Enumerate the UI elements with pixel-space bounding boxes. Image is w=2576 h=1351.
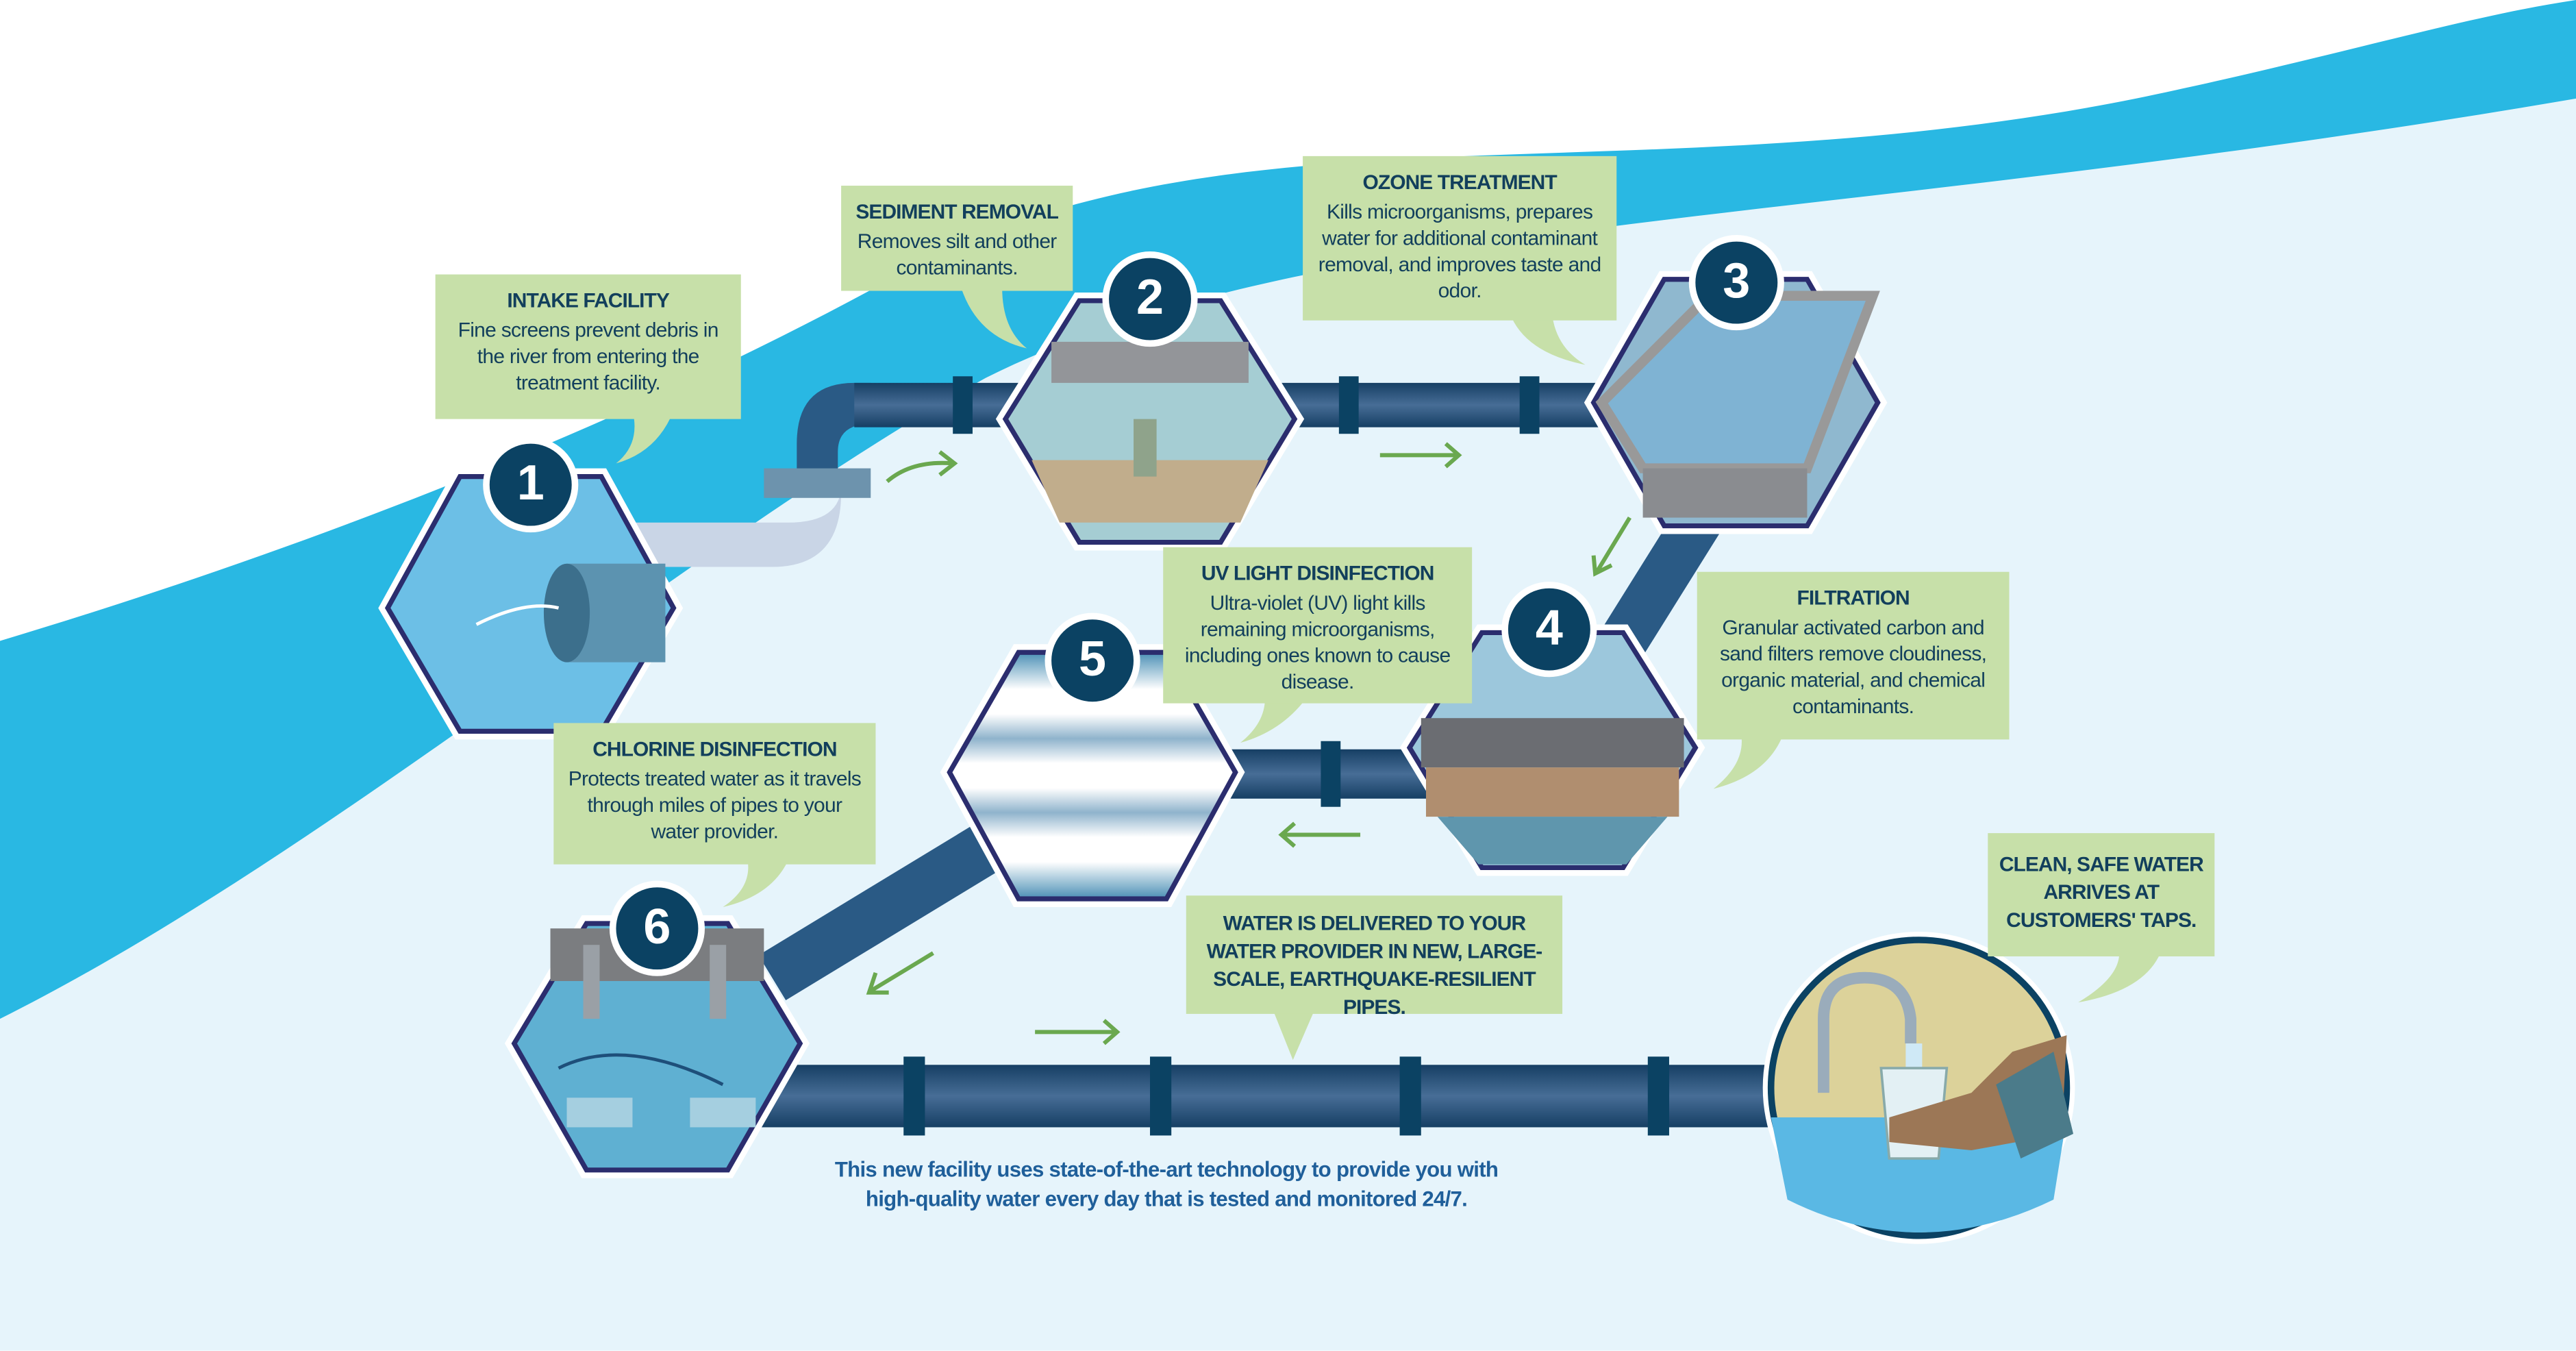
step-badge-2: 2	[1102, 251, 1198, 347]
footer-note: This new facility uses state-of-the-art …	[723, 1155, 1610, 1214]
callout-uv-disinfection: UV LIGHT DISINFECTION Ultra-violet (UV) l…	[1163, 547, 1473, 704]
callout-text: Fine screens prevent debris in the river…	[458, 319, 719, 395]
step-badge-6: 6	[609, 880, 705, 976]
hexagon-1-intake	[378, 468, 684, 740]
hexagon-6-chlorine	[504, 915, 810, 1178]
step-badge-3: 3	[1688, 234, 1784, 331]
step-badge-5: 5	[1045, 612, 1140, 708]
pipe-3-4	[1597, 504, 1722, 662]
callout-title: OZONE TREATMENT	[1362, 171, 1558, 195]
callout-text: Granular activated carbon and sand filte…	[1719, 616, 1987, 719]
taps-text: CLEAN, SAFE WATER ARRIVES AT CUSTOMERS' …	[1999, 852, 2204, 932]
callout-chlorine-disinfection: CHLORINE DISINFECTION Protects treated wa…	[553, 723, 876, 865]
hexagon-2-sediment	[995, 292, 1305, 551]
callout-sediment-removal: SEDIMENT REMOVAL Removes silt and other c…	[841, 186, 1073, 291]
callout-title: UV LIGHT DISINFECTION	[1201, 562, 1435, 585]
callout-customer-taps: CLEAN, SAFE WATER ARRIVES AT CUSTOMERS' …	[1988, 833, 2215, 956]
callout-ozone-treatment: OZONE TREATMENT Kills microorganisms, pre…	[1303, 156, 1617, 321]
intake-pipe	[624, 476, 842, 567]
callout-title: INTAKE FACILITY	[507, 289, 670, 312]
hexagon-3-ozone	[1584, 271, 1888, 534]
step-badge-4: 4	[1501, 582, 1597, 678]
pipe-5-6	[758, 815, 1016, 1000]
delivery-pipe	[723, 1065, 1791, 1128]
pipe-elbow	[797, 382, 871, 477]
callout-delivery: WATER IS DELIVERED TO YOUR WATER PROVIDE…	[1186, 895, 1563, 1019]
callout-filtration: FILTRATION Granular activated carbon and …	[1697, 571, 2010, 740]
hexagon-4-filtration	[1399, 624, 1705, 876]
callout-intake-facility: INTAKE FACILITY Fine screens prevent debr…	[435, 274, 741, 419]
callout-text: Removes silt and other contaminants.	[857, 230, 1058, 280]
delivery-text: WATER IS DELIVERED TO YOUR WATER PROVIDE…	[1206, 912, 1543, 1019]
flow-arrows	[866, 442, 1631, 1045]
callout-title: CHLORINE DISINFECTION	[592, 737, 837, 761]
tap-illustration	[1762, 932, 2075, 1244]
callout-title: FILTRATION	[1797, 586, 1910, 610]
hexagon-5-uv	[940, 644, 1245, 908]
callout-tails	[616, 287, 2161, 1061]
callout-text: Protects treated water as it travels thr…	[568, 767, 862, 843]
callout-text: Ultra-violet (UV) light kills remaining …	[1184, 591, 1451, 694]
footer-line-2: high-quality water every day that is tes…	[865, 1186, 1468, 1211]
step-badge-1: 1	[483, 437, 579, 533]
footer-line-1: This new facility uses state-of-the-art …	[834, 1156, 1499, 1182]
callout-text: Kills microorganisms, prepares water for…	[1318, 200, 1601, 303]
callout-title: SEDIMENT REMOVAL	[855, 200, 1059, 224]
elbow-base	[764, 468, 871, 498]
